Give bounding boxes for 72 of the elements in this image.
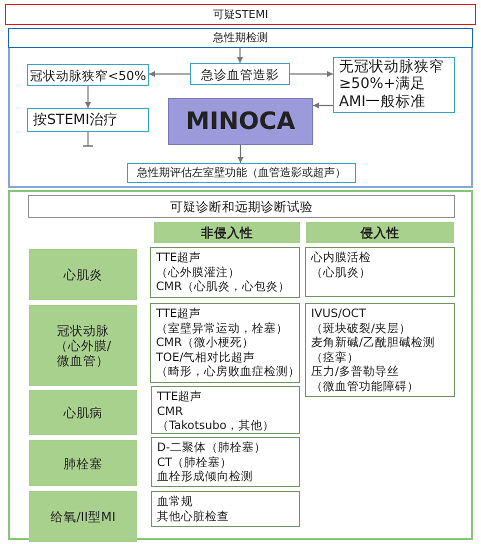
category-cell xyxy=(29,491,137,542)
box-label: 麦角新碱/乙酰胆碱检测 xyxy=(311,335,435,350)
box-label: 可疑诊断和远期诊断试验 xyxy=(170,199,313,214)
test-box xyxy=(150,303,300,383)
test-box xyxy=(305,303,455,397)
box-label: CMR（微小梗死） xyxy=(156,335,254,350)
box-label: 心肌炎 xyxy=(64,267,102,282)
box-label: MINOCA xyxy=(186,107,296,136)
process-box xyxy=(127,163,356,183)
header-bar xyxy=(8,28,473,48)
process-box xyxy=(190,63,290,85)
box-label: 侵入性 xyxy=(360,225,400,240)
box-label: 按STEMI治疗 xyxy=(33,112,118,128)
test-box xyxy=(150,247,300,298)
box-label: （Takotsubo，其他） xyxy=(157,418,275,432)
box-label: 心内膜活检 xyxy=(311,250,371,264)
category-cell xyxy=(29,440,137,486)
process-box xyxy=(27,64,149,86)
process-box xyxy=(333,57,455,113)
arrow xyxy=(313,102,333,108)
box-label: 血常规 xyxy=(157,494,193,508)
box-label: （斑块破裂/夹层） xyxy=(311,320,411,335)
box-label: （室壁异常运动，栓塞） xyxy=(156,320,288,335)
section-frame xyxy=(8,190,473,540)
test-box xyxy=(151,437,300,487)
box-label: （心肌炎） xyxy=(311,264,371,279)
title-box xyxy=(28,195,455,218)
box-label: （痉挛） xyxy=(311,350,359,364)
arrow xyxy=(238,145,244,163)
arrow xyxy=(149,71,190,77)
box-label: （畸形，心房败血症检测） xyxy=(156,364,300,378)
arrow xyxy=(290,71,333,77)
category-cell xyxy=(29,390,137,435)
column-header xyxy=(154,222,300,243)
box-label: TTE超声 xyxy=(156,306,202,320)
box-label: 肺栓塞 xyxy=(64,456,102,470)
box-label: 可疑STEMI xyxy=(212,8,268,22)
box-label: （心外膜灌注） xyxy=(156,264,240,279)
end-line xyxy=(82,132,94,147)
category-cell xyxy=(29,305,137,386)
section-frame xyxy=(8,28,473,188)
box-label: TOE/气相对比超声 xyxy=(156,350,256,364)
box-label: （微血管功能障碍） xyxy=(311,378,419,393)
test-box xyxy=(151,491,300,527)
arrow xyxy=(237,48,243,63)
box-label: D-二聚体（肺栓塞） xyxy=(157,440,266,454)
box-label: 心肌病 xyxy=(64,405,102,420)
box-label: 无冠状动脉狭窄≥50%+满足AMI一般标准 xyxy=(339,58,445,112)
box-label: IVUS/OCT xyxy=(311,306,366,320)
box-label: CT（肺栓塞） xyxy=(157,454,232,469)
minoca-box xyxy=(168,98,313,145)
box-label: 冠状动脉狭窄<50% xyxy=(30,68,146,82)
box-label: 急诊血管造影 xyxy=(201,66,279,82)
box-label: 其他心脏检查 xyxy=(157,508,229,523)
box-label: 血栓形成倾向检测 xyxy=(157,469,253,484)
test-box xyxy=(305,247,455,297)
test-box xyxy=(151,386,300,434)
box-label: 急性期检测 xyxy=(213,31,268,45)
box-label: 给氧/II型MI xyxy=(50,509,116,524)
box-label: TTE超声 xyxy=(156,250,202,264)
box-label: 急性期评估左室壁功能（血管造影或超声） xyxy=(137,166,346,180)
process-box xyxy=(27,108,149,132)
box-label: CMR xyxy=(157,404,183,418)
column-header xyxy=(306,222,454,243)
category-cell xyxy=(29,249,137,300)
box-label: CMR（心肌炎，心包炎） xyxy=(156,279,290,294)
box-label: TTE超声 xyxy=(157,389,202,404)
box-label: 冠状动脉（心外膜/微血管） xyxy=(54,323,112,368)
arrow xyxy=(85,86,91,108)
box-label: 压力/多普勒导丝 xyxy=(311,364,399,378)
box-label: 非侵入性 xyxy=(201,225,253,240)
stemi-box xyxy=(5,4,476,25)
